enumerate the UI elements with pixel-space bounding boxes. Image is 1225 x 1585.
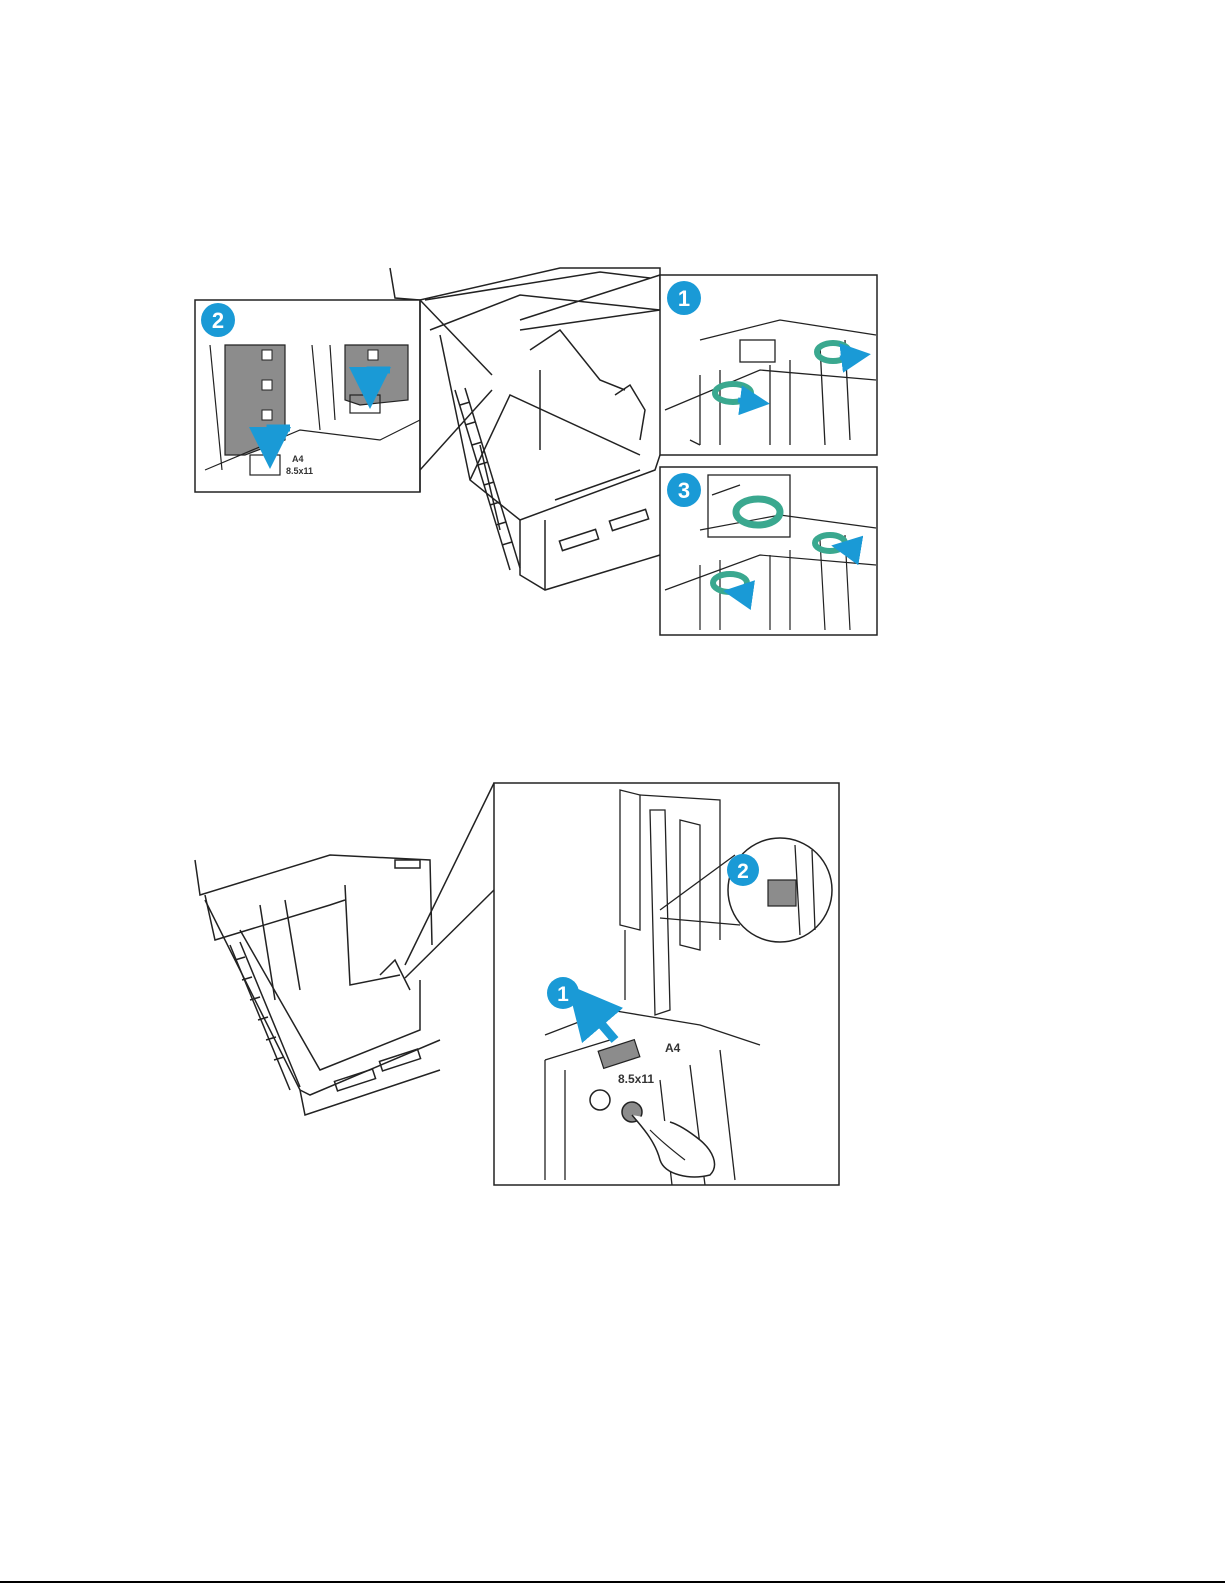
page-footer-rule xyxy=(0,1581,1225,1583)
panel-step-2: A4 8.5x11 2 xyxy=(195,300,420,492)
printer-drawer-illustration xyxy=(195,855,440,1115)
callout-badge-1: 1 xyxy=(547,977,579,1009)
svg-text:1: 1 xyxy=(678,286,690,311)
zoom-lines-panel-2 xyxy=(420,300,492,470)
arrow-right-icon xyxy=(840,356,856,358)
arrow-right-icon xyxy=(738,400,755,402)
svg-text:2: 2 xyxy=(212,308,224,333)
callout-badge-3: 3 xyxy=(667,473,701,507)
figure-1-tray-guides: A4 8.5x11 2 xyxy=(195,268,877,635)
figure-2-size-selector: 8.5x11 A4 1 2 xyxy=(195,783,839,1185)
size-label-letter: 8.5x11 xyxy=(286,466,313,476)
svg-text:1: 1 xyxy=(557,983,569,1006)
callout-badge-1: 1 xyxy=(667,281,701,315)
size-label-a4: A4 xyxy=(292,454,304,464)
callout-badge-2: 2 xyxy=(727,854,759,886)
arrow-left-icon xyxy=(846,548,858,550)
panel-step-3: 3 xyxy=(660,467,877,635)
size-label-a4: A4 xyxy=(665,1041,681,1055)
magnified-detail-circle xyxy=(728,838,832,942)
zoom-lines-panel xyxy=(405,783,494,978)
callout-badge-2: 2 xyxy=(201,303,235,337)
size-label-letter: 8.5x11 xyxy=(618,1072,654,1086)
svg-text:3: 3 xyxy=(678,478,690,503)
panel-step-1: 1 xyxy=(660,275,877,455)
panel-size-selector: 8.5x11 A4 1 2 xyxy=(494,783,839,1185)
arrow-left-icon xyxy=(738,593,752,595)
svg-text:2: 2 xyxy=(737,860,749,883)
